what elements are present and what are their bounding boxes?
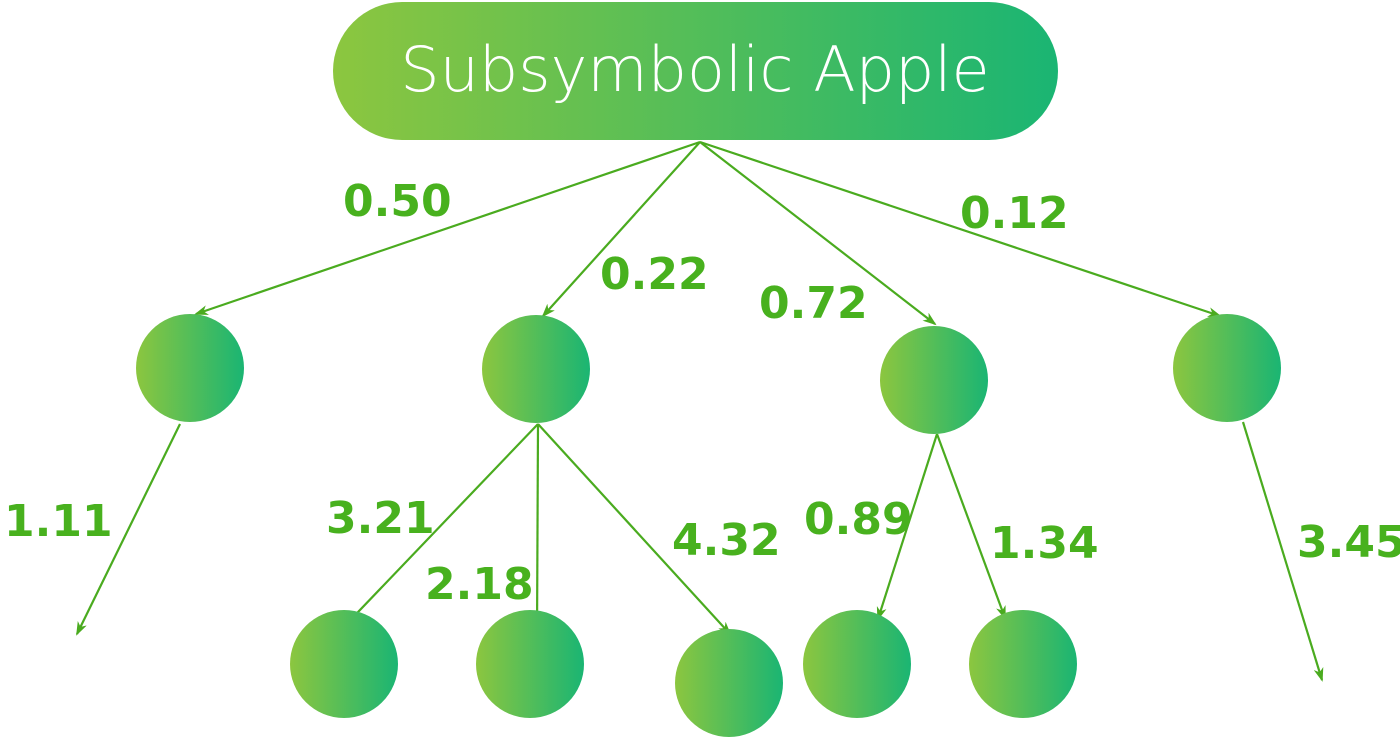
weight-label-root-n4: 0.12	[960, 188, 1069, 239]
weight-label-root-n1: 0.50	[343, 176, 452, 227]
edge-node-3-to-child-4	[876, 433, 939, 621]
level-1-nodes	[136, 314, 1281, 434]
weight-label-n2-c3: 4.32	[672, 515, 781, 566]
edge-node-2-to-child-2	[532, 423, 543, 638]
weight-label-root-n2: 0.22	[600, 249, 709, 300]
child-node-1	[290, 610, 398, 718]
child-node-5	[969, 610, 1077, 718]
node-1	[136, 314, 244, 422]
node-3	[880, 326, 988, 434]
node-2	[482, 315, 590, 423]
edge-root-to-node-2	[541, 141, 701, 318]
root-pill	[333, 2, 1058, 140]
edge-root-to-node-1	[194, 140, 701, 316]
weight-label-n4-out: 3.45	[1297, 517, 1400, 568]
edge-node-3-to-child-5	[935, 433, 1007, 620]
edge-node-2-to-child-3	[537, 423, 732, 636]
edge-node-4-out	[1241, 421, 1324, 682]
edge-node-1-out	[76, 423, 181, 636]
level-2-nodes	[290, 610, 1077, 737]
edge-root-to-node-4	[699, 140, 1222, 318]
weight-labels: 0.50 0.22 0.72 0.12 1.11 3.21 2.18 4.32 …	[4, 176, 1400, 610]
weight-label-n2-c1: 3.21	[326, 493, 435, 544]
edge-node-2-to-child-1	[335, 423, 539, 636]
child-node-2	[476, 610, 584, 718]
weight-label-n3-c5: 1.34	[990, 518, 1099, 569]
weight-label-root-n3: 0.72	[759, 278, 868, 329]
weight-label-n3-c4: 0.89	[804, 494, 913, 545]
node-4	[1173, 314, 1281, 422]
root-title: Subsymbolic Apple	[400, 33, 989, 106]
root-node: Subsymbolic Apple	[333, 2, 1058, 140]
weight-label-n1-out: 1.11	[4, 496, 113, 547]
edges	[76, 140, 1324, 682]
edge-root-to-node-3	[699, 141, 937, 326]
weight-label-n2-c2: 2.18	[425, 559, 534, 610]
child-node-3	[675, 629, 783, 737]
child-node-4	[803, 610, 911, 718]
